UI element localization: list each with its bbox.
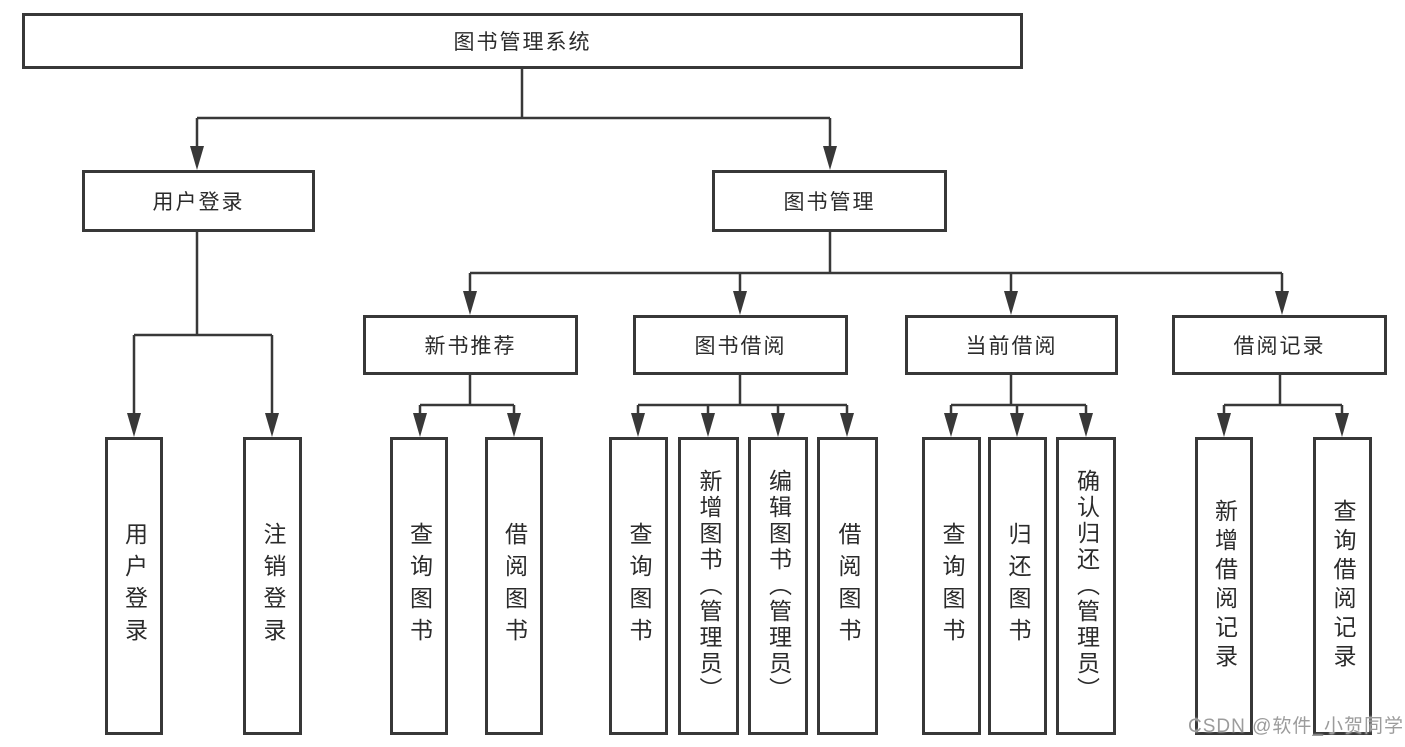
leaf-logout-login: 注销登录 (243, 437, 302, 735)
node-book-borrow-label: 图书借阅 (694, 335, 787, 358)
arrowhead (127, 413, 141, 437)
connector-user-login-children (127, 232, 279, 437)
arrowhead (1010, 413, 1024, 437)
node-borrow-records-label: 借阅记录 (1233, 335, 1326, 358)
node-book-management: 图书管理 (712, 170, 947, 232)
leaf-borrow-books-recommend: 借阅图书 (485, 437, 543, 735)
arrowhead (631, 413, 645, 437)
leaf-query-books-current-label: 查询图书 (939, 522, 965, 650)
leaf-return-books-label: 归还图书 (1005, 522, 1031, 650)
node-new-book-recommend-label: 新书推荐 (424, 335, 517, 358)
leaf-borrow-books-borrow: 借阅图书 (817, 437, 878, 735)
leaf-user-login: 用户登录 (105, 437, 163, 735)
node-book-management-label: 图书管理 (783, 191, 876, 214)
connector-root-to-level2 (190, 69, 837, 170)
leaf-query-books-current: 查询图书 (922, 437, 981, 735)
leaf-query-books-borrow: 查询图书 (609, 437, 668, 735)
leaf-query-borrow-record-label: 查询借阅记录 (1330, 499, 1356, 673)
leaf-borrow-books-borrow-label: 借阅图书 (835, 522, 861, 650)
connector-current-borrow-children (944, 375, 1093, 437)
arrowhead (1079, 413, 1093, 437)
leaf-add-borrow-record-label: 新增借阅记录 (1211, 499, 1238, 673)
arrowhead (265, 413, 279, 437)
connector-book-borrow-children (631, 375, 854, 437)
leaf-edit-book-admin-label: 编辑图书（管理员） (765, 469, 792, 703)
leaf-add-book-admin: 新增图书（管理员） (678, 437, 739, 735)
arrowhead (944, 413, 958, 437)
node-user-login-label: 用户登录 (152, 191, 245, 214)
leaf-query-books-borrow-label: 查询图书 (626, 522, 652, 650)
leaf-return-books: 归还图书 (988, 437, 1047, 735)
leaf-confirm-return-admin-label: 确认归还（管理员） (1073, 469, 1100, 703)
connector-borrow-records-children (1217, 375, 1349, 437)
arrowhead (840, 413, 854, 437)
leaf-borrow-books-recommend-label: 借阅图书 (501, 522, 528, 650)
arrowhead (190, 146, 204, 170)
csdn-watermark: CSDN @软件_小贺同学 (1188, 716, 1404, 737)
node-book-borrow: 图书借阅 (633, 315, 848, 375)
arrowhead (1335, 413, 1349, 437)
arrowhead (701, 413, 715, 437)
node-current-borrow: 当前借阅 (905, 315, 1118, 375)
arrowhead (771, 413, 785, 437)
node-user-login: 用户登录 (82, 170, 315, 232)
node-root: 图书管理系统 (22, 13, 1023, 69)
arrowhead (463, 291, 477, 315)
leaf-logout-login-label: 注销登录 (260, 522, 286, 650)
leaf-edit-book-admin: 编辑图书（管理员） (748, 437, 808, 735)
leaf-confirm-return-admin: 确认归还（管理员） (1056, 437, 1116, 735)
node-root-label: 图书管理系统 (453, 31, 592, 54)
arrowhead (1275, 291, 1289, 315)
connector-new-book-recommend-children (413, 375, 521, 437)
leaf-query-books-recommend: 查询图书 (390, 437, 448, 735)
arrowhead (823, 146, 837, 170)
arrowhead (507, 413, 521, 437)
leaf-add-borrow-record: 新增借阅记录 (1195, 437, 1253, 735)
connector-book-management-children (463, 232, 1289, 315)
arrowhead (413, 413, 427, 437)
node-borrow-records: 借阅记录 (1172, 315, 1387, 375)
node-current-borrow-label: 当前借阅 (965, 335, 1058, 358)
arrowhead (1217, 413, 1231, 437)
arrowhead (1004, 291, 1018, 315)
arrowhead (733, 291, 747, 315)
leaf-query-books-recommend-label: 查询图书 (406, 522, 433, 650)
leaf-user-login-label: 用户登录 (121, 522, 148, 650)
leaf-query-borrow-record: 查询借阅记录 (1313, 437, 1372, 735)
leaf-add-book-admin-label: 新增图书（管理员） (696, 469, 722, 703)
node-new-book-recommend: 新书推荐 (363, 315, 578, 375)
